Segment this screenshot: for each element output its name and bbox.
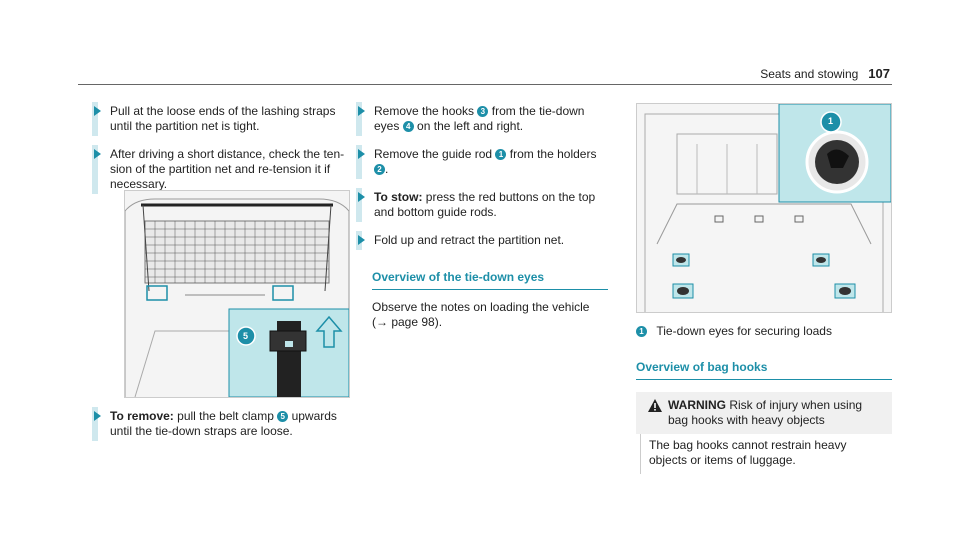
- arrow-bullet-icon: [358, 106, 365, 116]
- figure-callout-number: 5: [242, 331, 248, 341]
- tie-down-section: Overview of the tie-down eyes Observe th…: [372, 270, 608, 330]
- header-rule: [78, 84, 892, 85]
- section-title-tie-down: Overview of the tie-down eyes: [372, 270, 608, 290]
- instruction-check-tension: After driving a short distance, check th…: [78, 145, 358, 194]
- warning-label: WARNING: [668, 398, 726, 412]
- warning-header: WARNING Risk of injury when using bag ho…: [646, 398, 884, 428]
- column-2: Remove the hooks 3 from the tie-down eye…: [342, 102, 608, 330]
- callout-number: 1: [636, 326, 647, 337]
- callout-number: 3: [477, 106, 489, 117]
- warning-body: The bag hooks cannot restrain heavy obje…: [640, 434, 892, 474]
- callout-number: 2: [374, 164, 385, 175]
- page-reference-link[interactable]: (→ page 98).: [372, 315, 443, 329]
- warning-triangle-icon: [648, 399, 662, 412]
- instruction-remove-guide-rod: Remove the guide rod 1 from the holders …: [342, 145, 608, 179]
- section-title-bag-hooks: Overview of bag hooks: [636, 360, 892, 380]
- instruction-remove-hooks: Remove the hooks 3 from the tie-down eye…: [342, 102, 608, 136]
- header-title: Seats and stowing: [760, 67, 859, 81]
- arrow-bullet-icon: [358, 192, 365, 202]
- warning-text: Risk of injury when using bag hooks with…: [668, 398, 863, 427]
- callout-number: 4: [402, 121, 414, 132]
- tie-down-eyes-illustration: [637, 104, 891, 312]
- figure-caption: 1 Tie-down eyes for securing loads: [636, 324, 892, 339]
- column-3: 1 Tie-down eyes for securing loads Overv…: [636, 324, 892, 474]
- figure-callout-number: 1: [827, 116, 833, 126]
- column-1-lower: To remove: pull the belt clamp 5 upwards…: [78, 407, 358, 450]
- warning-box: WARNING Risk of injury when using bag ho…: [636, 392, 892, 434]
- page-number: 107: [868, 66, 890, 81]
- tie-down-eyes-figure: 1: [636, 103, 892, 313]
- page-header: Seats and stowing 107: [760, 66, 890, 81]
- arrow-bullet-icon: [94, 106, 101, 116]
- instruction-remove: To remove: pull the belt clamp 5 upwards…: [78, 407, 358, 441]
- column-1: Pull at the loose ends of the lashing st…: [78, 102, 358, 203]
- observe-note: Observe the notes on loading the vehicle: [372, 300, 590, 314]
- callout-number: 5: [277, 411, 289, 422]
- arrow-bullet-icon: [358, 149, 365, 159]
- partition-net-illustration: [125, 191, 349, 397]
- arrow-bullet-icon: [358, 235, 365, 245]
- partition-net-figure: 5: [124, 190, 350, 398]
- callout-number: 1: [495, 149, 507, 160]
- instruction-pull-straps: Pull at the loose ends of the lashing st…: [78, 102, 358, 136]
- instruction-stow: To stow: press the red buttons on the to…: [342, 188, 608, 222]
- callout-5: [236, 326, 256, 346]
- callout-1: [820, 111, 842, 133]
- arrow-bullet-icon: [94, 411, 101, 421]
- instruction-fold-up: Fold up and retract the partition net.: [342, 231, 608, 250]
- arrow-bullet-icon: [94, 149, 101, 159]
